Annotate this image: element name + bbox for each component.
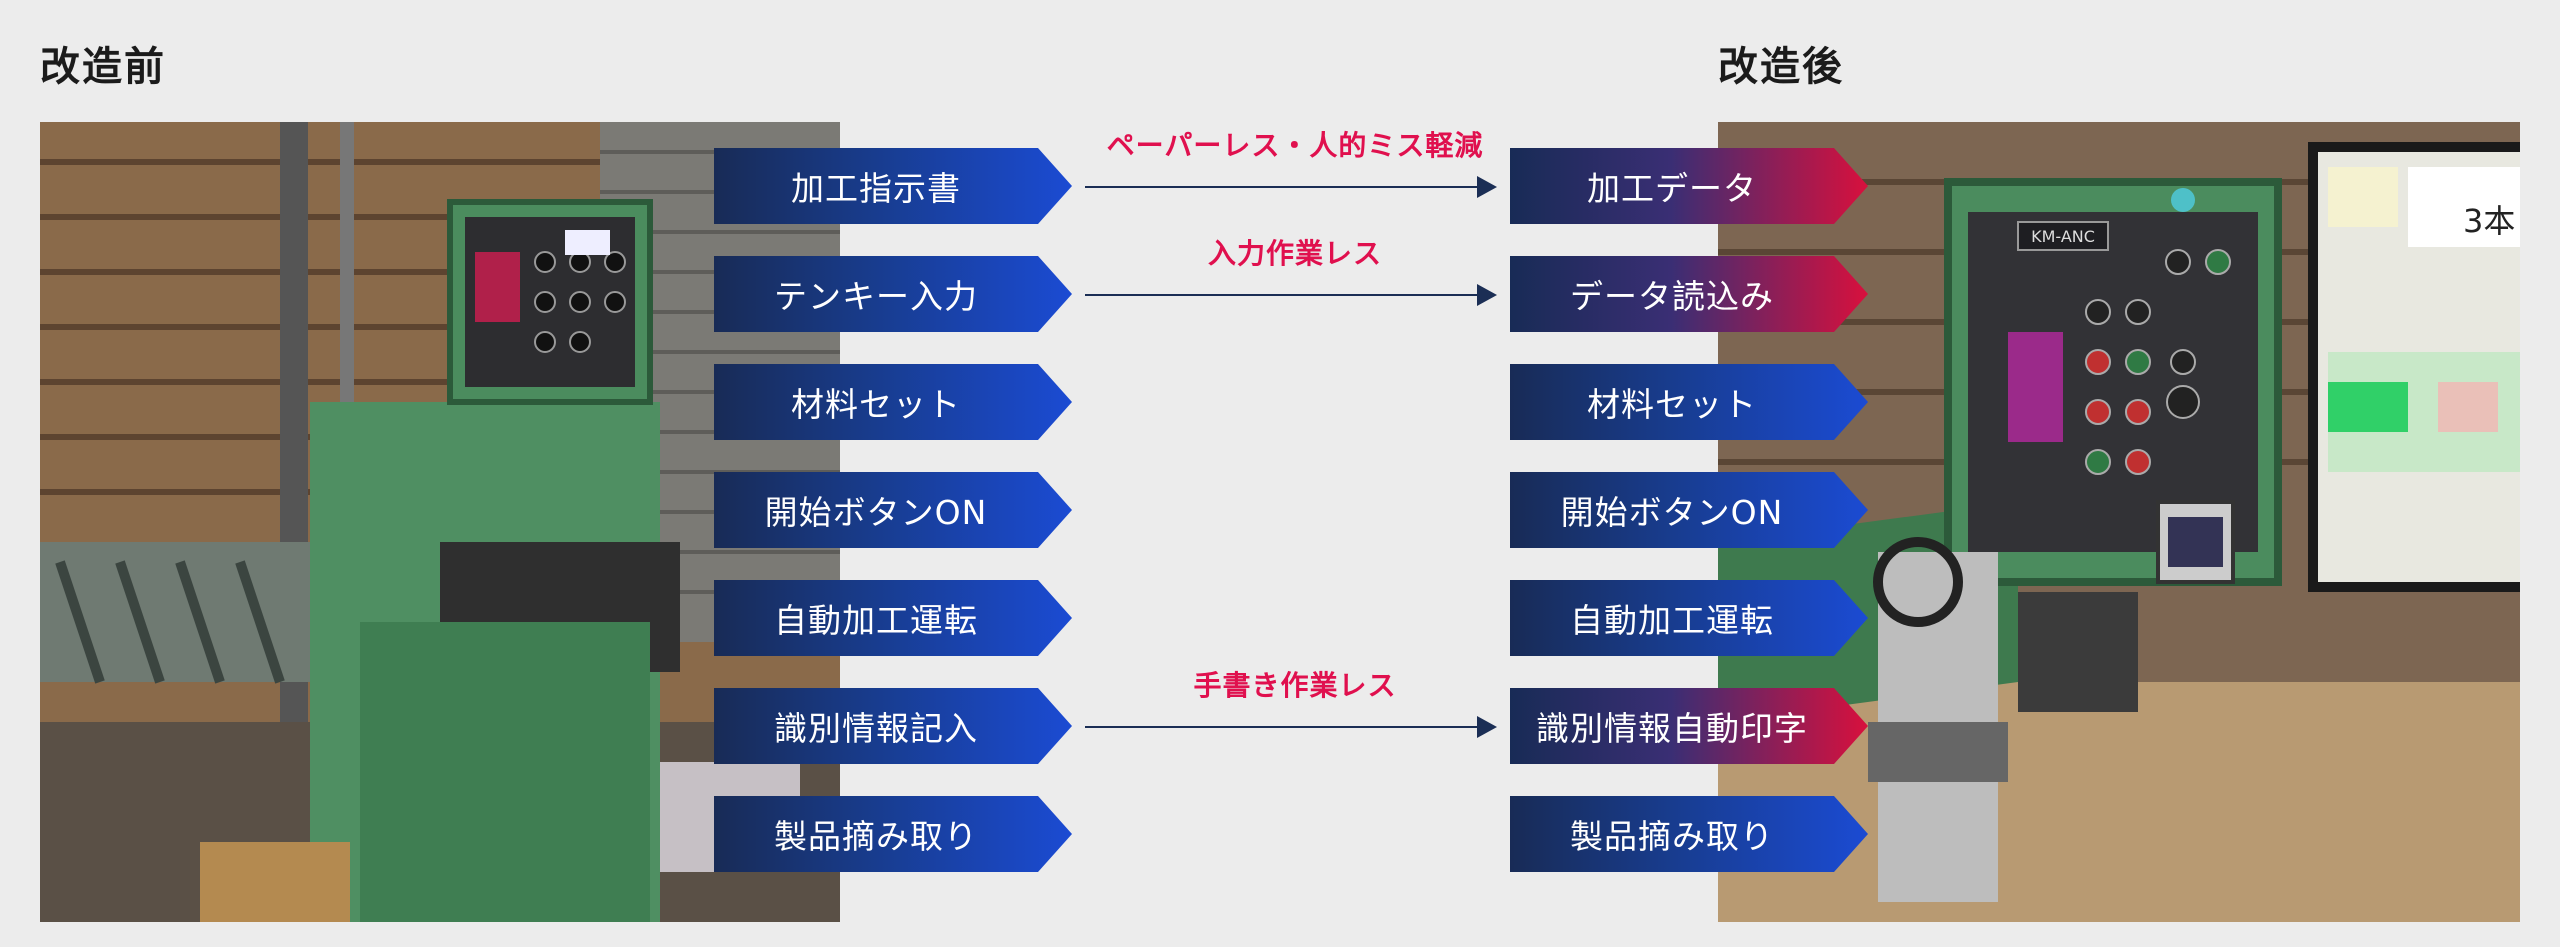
after-step-4: 開始ボタンON — [1510, 472, 1868, 548]
after-step-7: 製品摘み取り — [1510, 796, 1868, 872]
before-heading: 改造前 — [40, 44, 166, 90]
after-step-6: 識別情報自動印字 — [1510, 688, 1868, 764]
before-step-7: 製品摘み取り — [714, 796, 1072, 872]
annotation-paperless: ペーパーレス・人的ミス軽減 — [1106, 129, 1484, 162]
after-step-3: 材料セット — [1510, 364, 1868, 440]
control-panel-label: KM-ANC — [2031, 227, 2095, 246]
after-step-5: 自動加工運転 — [1510, 580, 1868, 656]
after-heading: 改造後 — [1718, 44, 1844, 90]
annotation-no-handwriting: 手書き作業レス — [1193, 669, 1397, 702]
before-step-4: 開始ボタンON — [714, 472, 1072, 548]
before-step-2: テンキー入力 — [714, 256, 1072, 332]
arrow-step-2 — [1085, 284, 1497, 306]
after-photo: KM-ANC 3本 — [1718, 122, 2520, 922]
after-step-2: データ読込み — [1510, 256, 1868, 332]
arrow-step-6 — [1085, 716, 1497, 738]
arrow-step-1 — [1085, 176, 1497, 198]
before-step-6: 識別情報記入 — [714, 688, 1072, 764]
after-step-1: 加工データ — [1510, 148, 1868, 224]
annotation-no-input: 入力作業レス — [1207, 237, 1382, 270]
before-step-5: 自動加工運転 — [714, 580, 1072, 656]
monitor-count-label: 3本 — [2463, 202, 2515, 240]
before-step-1: 加工指示書 — [714, 148, 1072, 224]
before-step-3: 材料セット — [714, 364, 1072, 440]
